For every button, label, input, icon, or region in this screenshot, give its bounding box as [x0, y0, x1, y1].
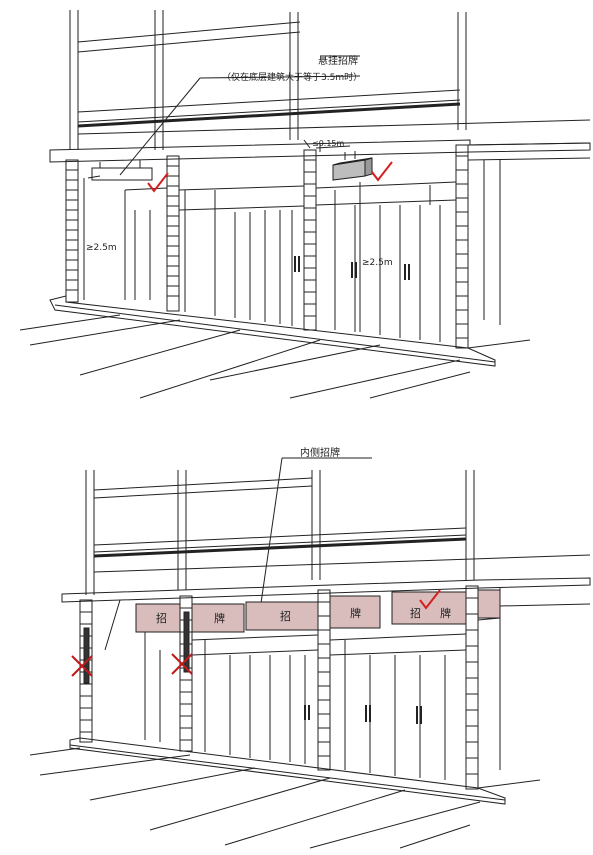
top-scene: [19, 10, 591, 399]
bottom-callout-title: 内侧招牌: [300, 446, 340, 459]
bottom-columns: [79, 585, 479, 790]
bottom-callout-leader: [259, 457, 372, 611]
top-columns: [65, 144, 469, 349]
check-mark-icon: [147, 172, 169, 193]
sign-panel: [245, 601, 319, 631]
top-callout-note: （仅在底层建筑大于等于3.5m时）: [222, 71, 362, 83]
top-hanging-sign-left: [91, 160, 153, 181]
sign-panel: [329, 595, 381, 629]
sign-char: 牌: [350, 606, 361, 620]
sign-panel: [391, 591, 467, 625]
top-canopy: [49, 139, 591, 163]
top-callout-title: 悬挂招牌: [318, 54, 358, 67]
top-dim-height-right: ≥2.5m: [362, 258, 393, 268]
top-callout-leader: [119, 55, 361, 176]
check-mark-icon: [419, 589, 441, 610]
top-hanging-sign-right: [332, 151, 373, 181]
sign-panel: [135, 603, 181, 633]
sign-char: 招: [410, 606, 421, 620]
bottom-scene: [29, 457, 591, 849]
check-mark-icon: [371, 161, 393, 182]
sign-char: 招: [280, 609, 291, 623]
inside-sign-band: 招 牌 招 牌 招 牌: [135, 589, 501, 633]
top-dim-projection: ≤0.15m: [312, 139, 345, 148]
sign-char: 招: [156, 611, 167, 625]
bottom-upper-structure: [85, 470, 591, 595]
top-dimensions: [83, 139, 361, 332]
cross-mark-icon: [71, 655, 93, 677]
bottom-ground: [29, 737, 541, 849]
cross-mark-icon: [171, 653, 193, 675]
sign-char: 牌: [214, 611, 225, 625]
bottom-storefront: [104, 599, 501, 780]
top-upper-structure: [69, 10, 591, 150]
top-ground: [19, 295, 531, 399]
sign-panel: [191, 603, 245, 633]
sign-panel: [477, 589, 501, 619]
sign-char: 牌: [440, 606, 451, 620]
top-storefront: [124, 157, 591, 342]
top-dim-height-left: ≥2.5m: [86, 243, 117, 253]
